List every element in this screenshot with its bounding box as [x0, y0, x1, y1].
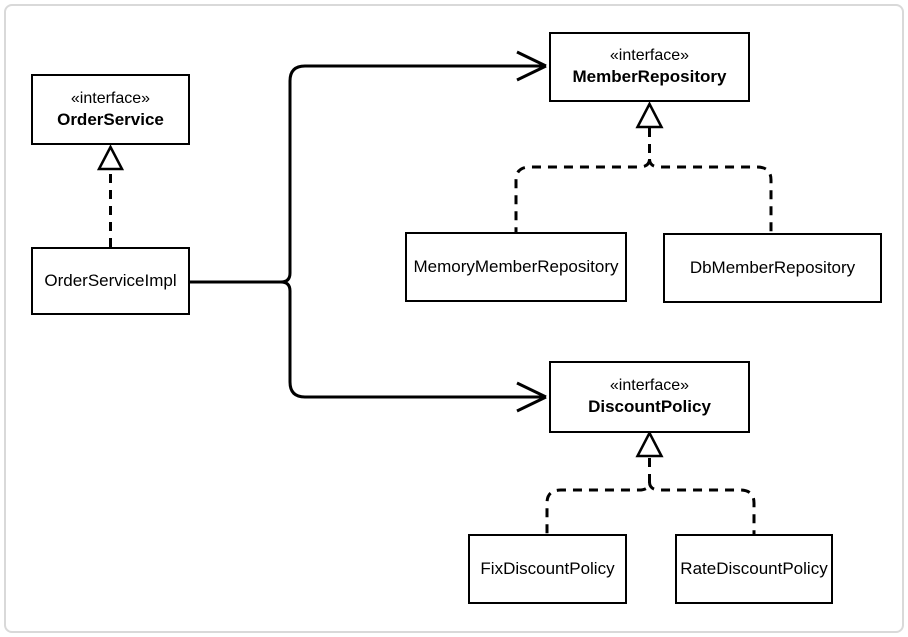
- hollow-triangle-arrowhead: [635, 430, 664, 458]
- class-name: OrderServiceImpl: [44, 270, 177, 290]
- stereotype-label: «interface»: [70, 89, 151, 107]
- realization-dashed-line-fixdiscountpolicy: [545, 458, 651, 534]
- class-name: MemoryMemberRepository: [413, 256, 619, 276]
- class-box-memorymemberrepository: MemoryMemberRepository: [405, 232, 627, 302]
- realization-dashed-line-ratediscountpolicy: [648, 481, 756, 534]
- hollow-triangle-arrowhead: [96, 144, 125, 171]
- dependency-orderserviceimpl-to-discountpolicy: [280, 280, 547, 413]
- stereotype-label: «interface»: [609, 47, 690, 65]
- class-name: MemberRepository: [572, 67, 727, 87]
- class-name: OrderService: [57, 109, 164, 129]
- class-name: DiscountPolicy: [588, 397, 711, 417]
- realization-dashed-line-dbmemberrepository: [648, 158, 773, 233]
- realization-tree-memberrepository: [514, 101, 773, 233]
- class-name: RateDiscountPolicy: [680, 558, 828, 578]
- dependency-line-down: [280, 280, 544, 399]
- realization-orderserviceimpl-to-orderservice: [96, 144, 125, 247]
- class-box-orderserviceimpl: OrderServiceImpl: [31, 247, 190, 315]
- class-box-dbmemberrepository: DbMemberRepository: [663, 233, 882, 303]
- open-arrowhead-memberrepository: [516, 50, 547, 82]
- stereotype-label: «interface»: [609, 377, 690, 395]
- class-box-memberrepository: «interface» MemberRepository: [549, 32, 750, 102]
- class-box-fixdiscountpolicy: FixDiscountPolicy: [468, 534, 627, 604]
- class-name: DbMemberRepository: [689, 257, 856, 277]
- class-name: FixDiscountPolicy: [480, 558, 615, 578]
- open-arrowhead-discountpolicy: [516, 381, 547, 413]
- realization-dashed-line-memorymemberrepository: [514, 128, 651, 232]
- realization-tree-discountpolicy: [545, 430, 756, 534]
- class-box-ratediscountpolicy: RateDiscountPolicy: [675, 534, 833, 604]
- hollow-triangle-arrowhead: [635, 101, 664, 129]
- class-box-orderservice: «interface» OrderService: [31, 74, 190, 145]
- class-box-discountpolicy: «interface» DiscountPolicy: [549, 361, 750, 433]
